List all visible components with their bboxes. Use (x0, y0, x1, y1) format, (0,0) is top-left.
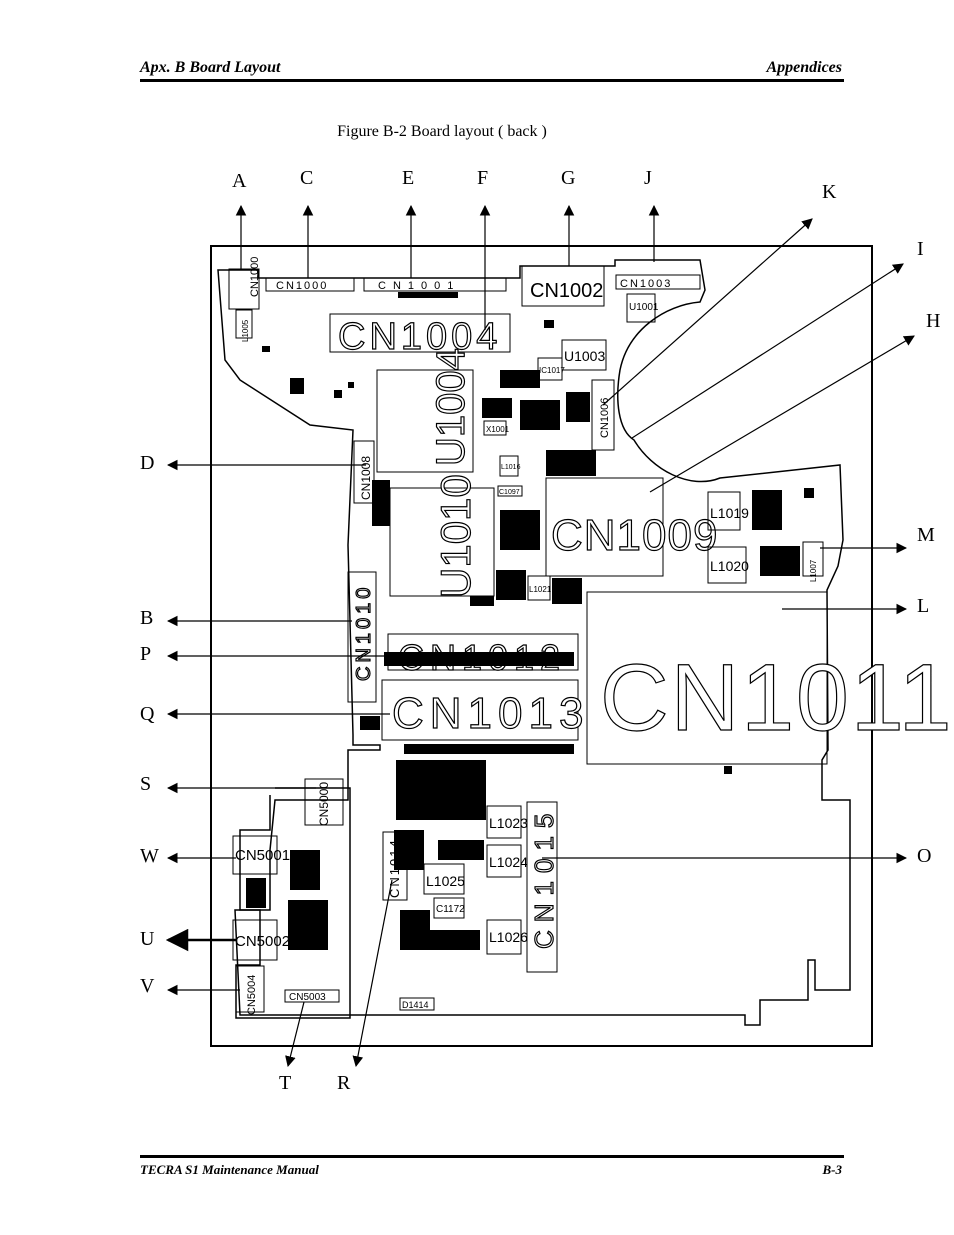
comp-label: C1172 (436, 904, 465, 915)
comp-label: U1004 (429, 348, 473, 466)
comp-label: L1007 (809, 559, 818, 582)
comp-label: CN1011 (600, 645, 954, 751)
diagram-frame (210, 245, 873, 1047)
comp-label: L1023 (489, 815, 528, 831)
comp-label: U1010 (432, 474, 479, 598)
callout-u: U (140, 928, 155, 950)
comp-label: CN1002 (530, 280, 603, 302)
subboard-outline (235, 787, 351, 1019)
comp-label: L1025 (426, 873, 465, 889)
footer-page-number: B-3 (822, 1162, 843, 1177)
footer-manual-title: TECRA S1 Maintenance Manual (140, 1162, 319, 1177)
arrow-r (352, 879, 393, 1068)
header-chapter-title: Appendices (766, 59, 842, 76)
callout-m: M (917, 524, 935, 546)
callout-f: F (477, 167, 488, 189)
comp-label: L1019 (710, 505, 749, 521)
comp-label: CN1000 (249, 257, 261, 297)
comp-label: CN1015 (529, 806, 559, 949)
comp-label: C1097 (499, 489, 520, 496)
comp-label: CN5001 (235, 847, 290, 864)
comp-label: L1024 (489, 854, 528, 870)
footer-rule (140, 1155, 844, 1158)
callout-labels: A C E F G J K I H M L O D B P Q S W U V … (140, 167, 940, 1094)
figure-caption: Figure B-2 Board layout ( back ) (337, 123, 547, 140)
callout-s: S (140, 773, 151, 795)
comp-label: U1001 (629, 302, 659, 313)
comp-label: L1016 (501, 464, 521, 471)
callout-r: R (337, 1072, 351, 1094)
comp-label: CN1000 (276, 280, 328, 292)
comp-label: D1414 (402, 1000, 429, 1010)
comp-label: CN5000 (317, 782, 331, 826)
callout-d: D (140, 452, 154, 474)
arrow-h (649, 335, 915, 493)
comp-label: IC1017 (539, 366, 565, 375)
header-rule (140, 79, 844, 82)
callout-t: T (279, 1072, 291, 1094)
header-section-title: Apx. B Board Layout (140, 59, 281, 76)
callout-j: J (644, 167, 652, 189)
callout-e: E (402, 167, 414, 189)
comp-label: CN1009 (551, 511, 718, 560)
callout-v: V (140, 975, 155, 997)
callout-g: G (561, 167, 575, 189)
callout-i: I (917, 238, 924, 260)
callout-c: C (300, 167, 313, 189)
comp-label: L1005 (241, 319, 250, 342)
callout-p: P (140, 643, 151, 665)
callout-b: B (140, 607, 153, 629)
board-outline (217, 259, 851, 1026)
arrow-k (602, 218, 813, 406)
comp-label: CN1001 (378, 280, 460, 292)
callout-q: Q (140, 703, 155, 725)
callout-h: H (926, 310, 940, 332)
comp-label: CN1008 (359, 456, 373, 500)
comp-label: CN1003 (620, 278, 672, 290)
comp-label: CN5004 (246, 975, 258, 1015)
comp-label: CN1010 (353, 584, 375, 681)
arrow-i (631, 263, 904, 439)
comp-label: CN1013 (392, 689, 589, 738)
comp-label: CN1006 (599, 398, 611, 438)
comp-label: L1020 (710, 558, 749, 574)
comp-label: U1003 (564, 348, 605, 364)
comp-label: CN1004 (338, 316, 501, 358)
components: CN1000 CN1000 CN1001 CN1002 CN1003 CN100… (228, 257, 954, 1015)
comp-label: CN5003 (289, 992, 326, 1003)
callout-w: W (140, 845, 159, 867)
arrow-t (285, 1001, 305, 1068)
figure-caption-wrap: Figure B-2 Board layout ( back ) (0, 123, 954, 141)
callout-a: A (232, 170, 247, 192)
comp-label: L1026 (489, 929, 528, 945)
comp-label: CN5002 (235, 933, 290, 950)
callout-l: L (917, 595, 929, 617)
leader-arrows (165, 204, 915, 1068)
comp-label: L1021 (529, 585, 552, 594)
comp-label: X1001 (486, 425, 510, 434)
callout-o: O (917, 845, 931, 867)
callout-k: K (822, 181, 837, 203)
